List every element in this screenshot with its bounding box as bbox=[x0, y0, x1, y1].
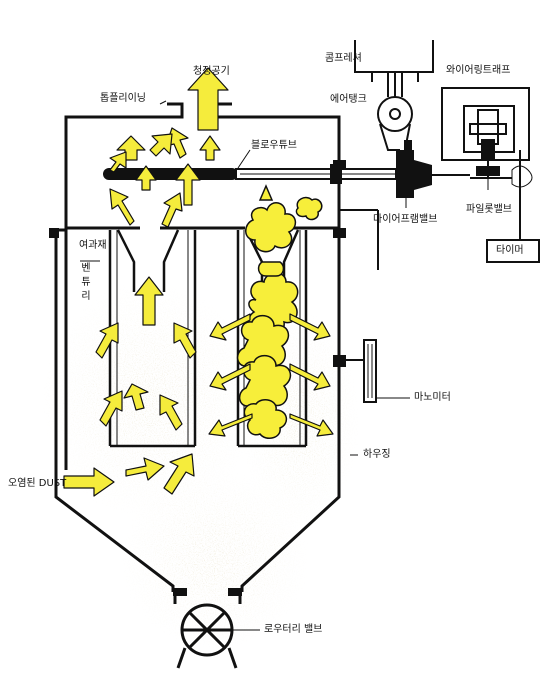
air-tank bbox=[377, 72, 413, 151]
housing-label: 하우징 bbox=[363, 449, 391, 460]
leader-lines bbox=[80, 100, 489, 631]
compressor bbox=[354, 40, 434, 82]
rotary-valve bbox=[173, 596, 242, 669]
pulse-cloud bbox=[236, 184, 323, 439]
clean-air-label: 청정공기 bbox=[193, 66, 230, 77]
filter-bag-right bbox=[236, 230, 308, 448]
wire-trap-label: 와이어링트래프 bbox=[446, 65, 511, 76]
airflow-arrows bbox=[63, 67, 334, 497]
rotary-valve-label: 로우터리 밸브 bbox=[264, 624, 323, 635]
diaphragm-valve-label: 다이어프램밸브 bbox=[373, 214, 438, 225]
diaphragm-valve bbox=[396, 140, 470, 198]
pilot-valve bbox=[470, 165, 533, 188]
venturi-left bbox=[116, 229, 180, 292]
filter-media-label: 여과재 bbox=[79, 240, 107, 251]
blow-tube-label: 블로우튜브 bbox=[251, 140, 297, 151]
blow-tube bbox=[103, 164, 397, 184]
venturi-label: 벤튜리 bbox=[81, 263, 91, 302]
timer-label: 타이머 bbox=[496, 245, 524, 256]
timer-box bbox=[486, 150, 540, 263]
compressor-label: 콤프레셔 bbox=[325, 53, 362, 64]
manometer-label: 마노미터 bbox=[414, 392, 451, 403]
top-cleaning-label: 톱플리이닝 bbox=[100, 93, 146, 104]
dirty-dust-label: 오염된 DUST bbox=[8, 478, 67, 489]
pilot-valve-label: 파일롯밸브 bbox=[466, 204, 512, 215]
pressure-line bbox=[339, 209, 379, 270]
air-tank-label: 에어탱크 bbox=[330, 94, 367, 105]
wire-trap bbox=[441, 87, 530, 178]
manometer bbox=[346, 339, 377, 403]
